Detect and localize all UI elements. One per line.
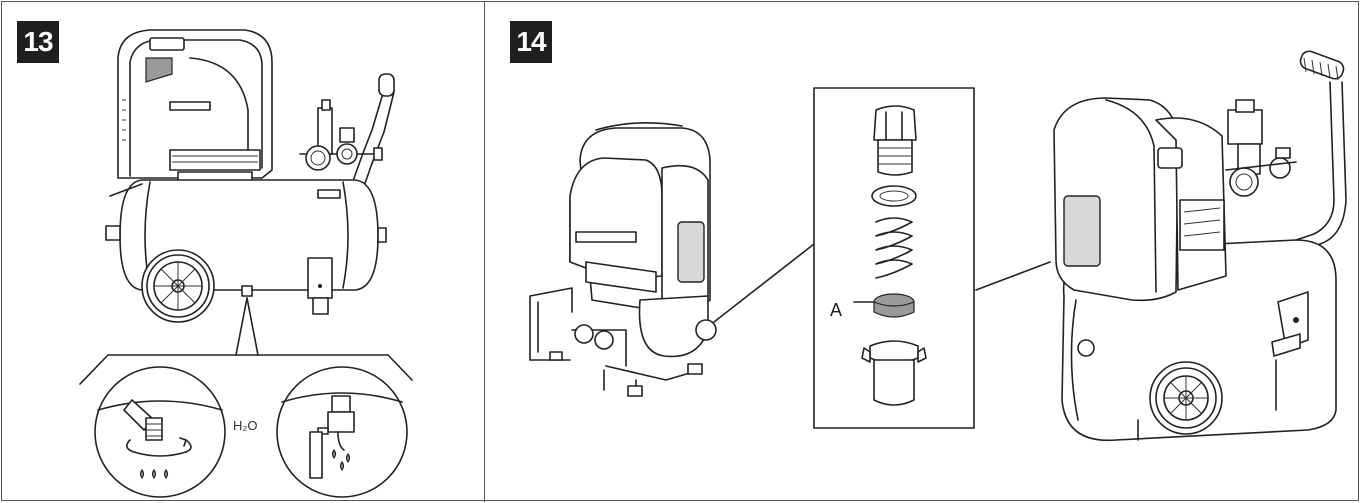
tank-foot (307, 257, 333, 315)
pressure-regulator (299, 99, 383, 171)
leader-right (975, 261, 1051, 291)
valve-block (1225, 99, 1297, 197)
exploded-parts-box (813, 87, 975, 429)
washer (871, 185, 917, 207)
water-drop-icon (139, 468, 145, 480)
wheel (141, 249, 215, 323)
large-compressor (1053, 50, 1347, 442)
part-a-disc (873, 293, 915, 318)
part-a-label: A (830, 300, 842, 320)
large-wheel (1149, 361, 1223, 435)
plug-cap (873, 105, 917, 176)
step-14-panel: 14 (486, 0, 1362, 503)
panel-divider (484, 1, 485, 502)
leader-left (713, 243, 815, 323)
drain-valve-detail-left (94, 366, 226, 498)
step-13-panel: 13 (0, 0, 485, 503)
drain-detail-callout (79, 297, 413, 385)
small-compressor (529, 122, 717, 397)
water-label: H₂O (233, 418, 258, 433)
compressor-handle (349, 73, 395, 201)
step-14-illustration: A (529, 50, 1347, 442)
handle-grip (1299, 50, 1345, 81)
step-13-illustration: H₂O (79, 29, 413, 498)
drain-valve-detail-right (276, 366, 408, 498)
step-14-badge: 14 (510, 21, 552, 63)
compressor-head (117, 29, 273, 183)
rotate-arrow-icon (126, 439, 192, 457)
step-13-badge: 13 (17, 21, 59, 63)
spring (875, 217, 913, 279)
valve-body (861, 340, 927, 406)
